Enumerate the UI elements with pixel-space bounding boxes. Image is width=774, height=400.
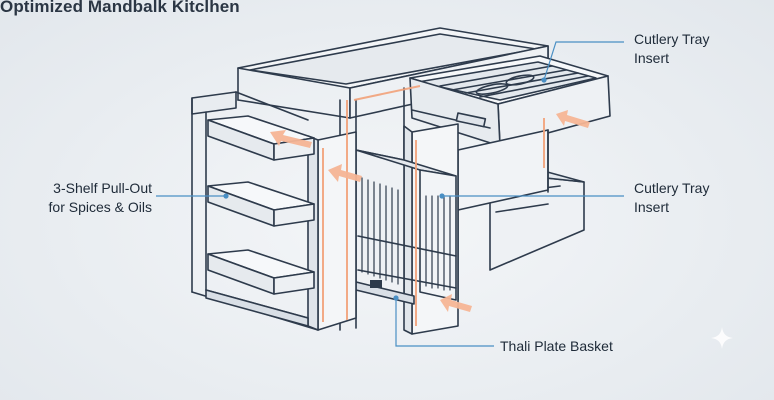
callout-bottom: Thali Plate Basket xyxy=(500,337,613,356)
callout-mid-right: Cutlery Tray Insert xyxy=(634,179,709,217)
leader-top-right xyxy=(543,41,624,81)
direction-arrows xyxy=(270,110,590,312)
arrow-1 xyxy=(270,130,312,148)
callout-left-line2: for Spices & Oils xyxy=(48,199,152,215)
callout-left-line1: 3-Shelf Pull-Out xyxy=(53,180,152,196)
thali-basket xyxy=(355,149,457,305)
callout-top-right-line2: Insert xyxy=(634,50,670,66)
arrow-3 xyxy=(556,110,590,128)
lower-right-drawer xyxy=(457,129,585,301)
callout-bottom-line1: Thali Plate Basket xyxy=(500,338,613,354)
page-title: Optimized Mandbalk Kitclhen xyxy=(0,0,240,16)
callout-mid-right-line2: Insert xyxy=(634,199,670,215)
top-drawer xyxy=(409,55,611,147)
callout-top-right-line1: Cutlery Tray xyxy=(634,31,710,47)
callout-top-right: Cutlery Tray Insert xyxy=(634,30,709,68)
orange-accents xyxy=(322,85,545,326)
callout-left: 3-Shelf Pull-Out for Spices & Oils xyxy=(42,179,152,217)
callout-mid-right-line1: Cutlery Tray xyxy=(634,180,710,196)
leader-bottom xyxy=(395,298,494,347)
sparkle-icon xyxy=(711,327,733,349)
arrow-4 xyxy=(440,294,472,312)
spice-rack xyxy=(191,91,319,331)
left-door-panel xyxy=(307,131,357,331)
leader-lines xyxy=(156,41,624,347)
arrow-2 xyxy=(328,164,362,182)
